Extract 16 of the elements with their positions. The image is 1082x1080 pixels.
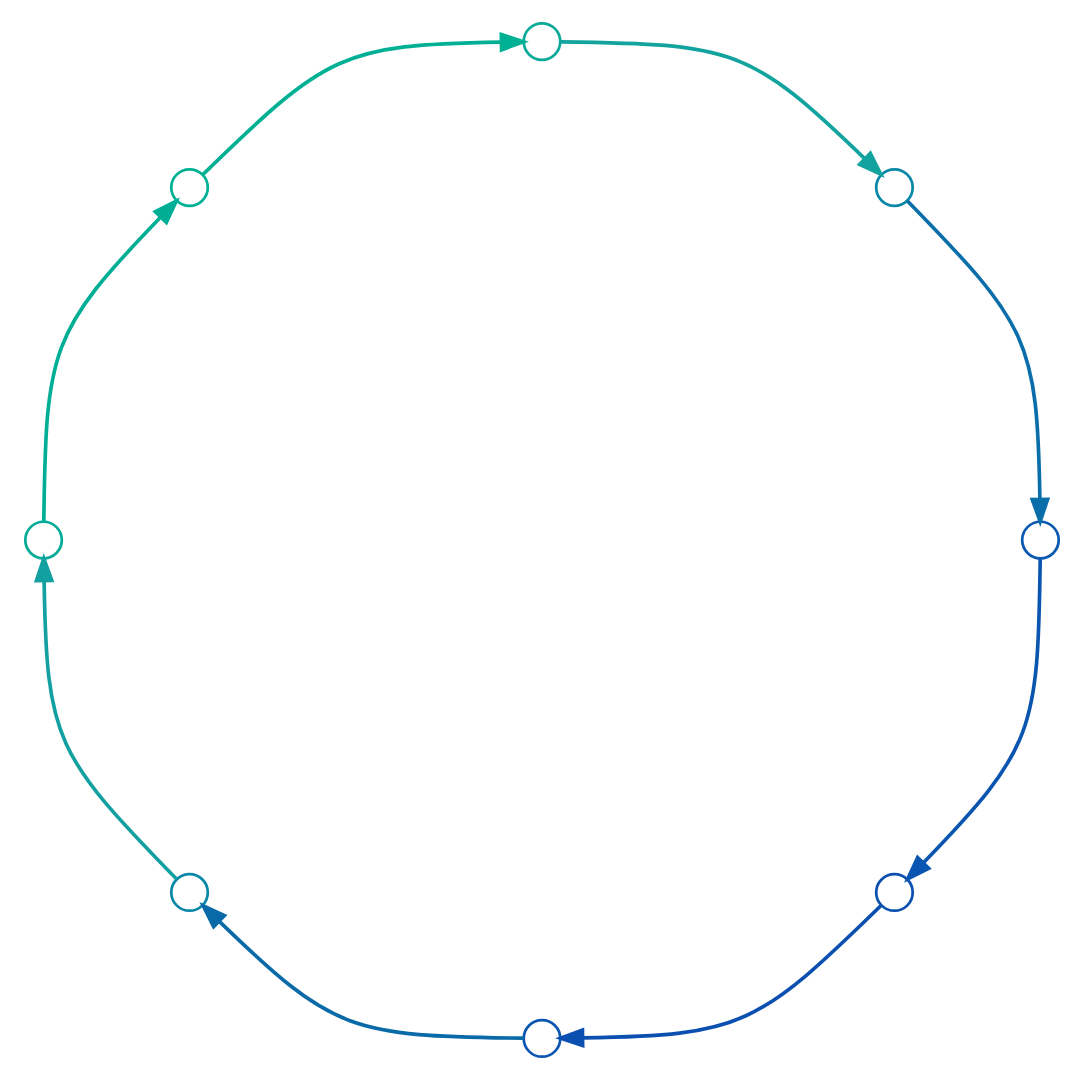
arrow — [200, 31, 528, 176]
arrow — [32, 553, 177, 881]
node-circle — [1019, 520, 1060, 560]
node-circle — [521, 21, 561, 62]
node-circle — [873, 167, 914, 208]
arrow — [903, 558, 1042, 883]
node-circle — [521, 1018, 561, 1059]
arrow — [554, 904, 882, 1049]
arrow — [198, 902, 523, 1041]
arrow — [905, 199, 1050, 527]
arrow — [559, 39, 884, 178]
node-circle — [22, 520, 63, 560]
node-circle — [168, 872, 209, 913]
arrow — [40, 197, 179, 522]
node-circle — [873, 872, 914, 913]
node-circle — [168, 167, 209, 208]
